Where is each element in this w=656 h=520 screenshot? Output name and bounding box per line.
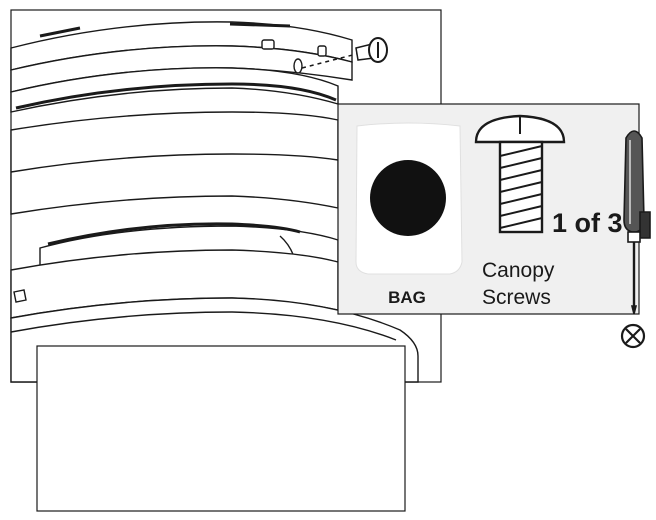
quantity-label: 1 of 3 [552,208,623,238]
blank-panel [36,345,406,512]
phillips-tip-icon [620,323,646,349]
part-name-line2: Screws [482,286,551,309]
phillips-screwdriver-icon [623,130,651,315]
canopy-screw-icon [474,114,566,234]
parts-callout: BAG 1 of 3 Canopy Screws [337,103,640,315]
canopy-screw-insertion [301,37,388,69]
part-name-line1: Canopy [482,259,555,282]
bag-label: BAG [388,288,426,307]
bag-icon [355,122,463,275]
